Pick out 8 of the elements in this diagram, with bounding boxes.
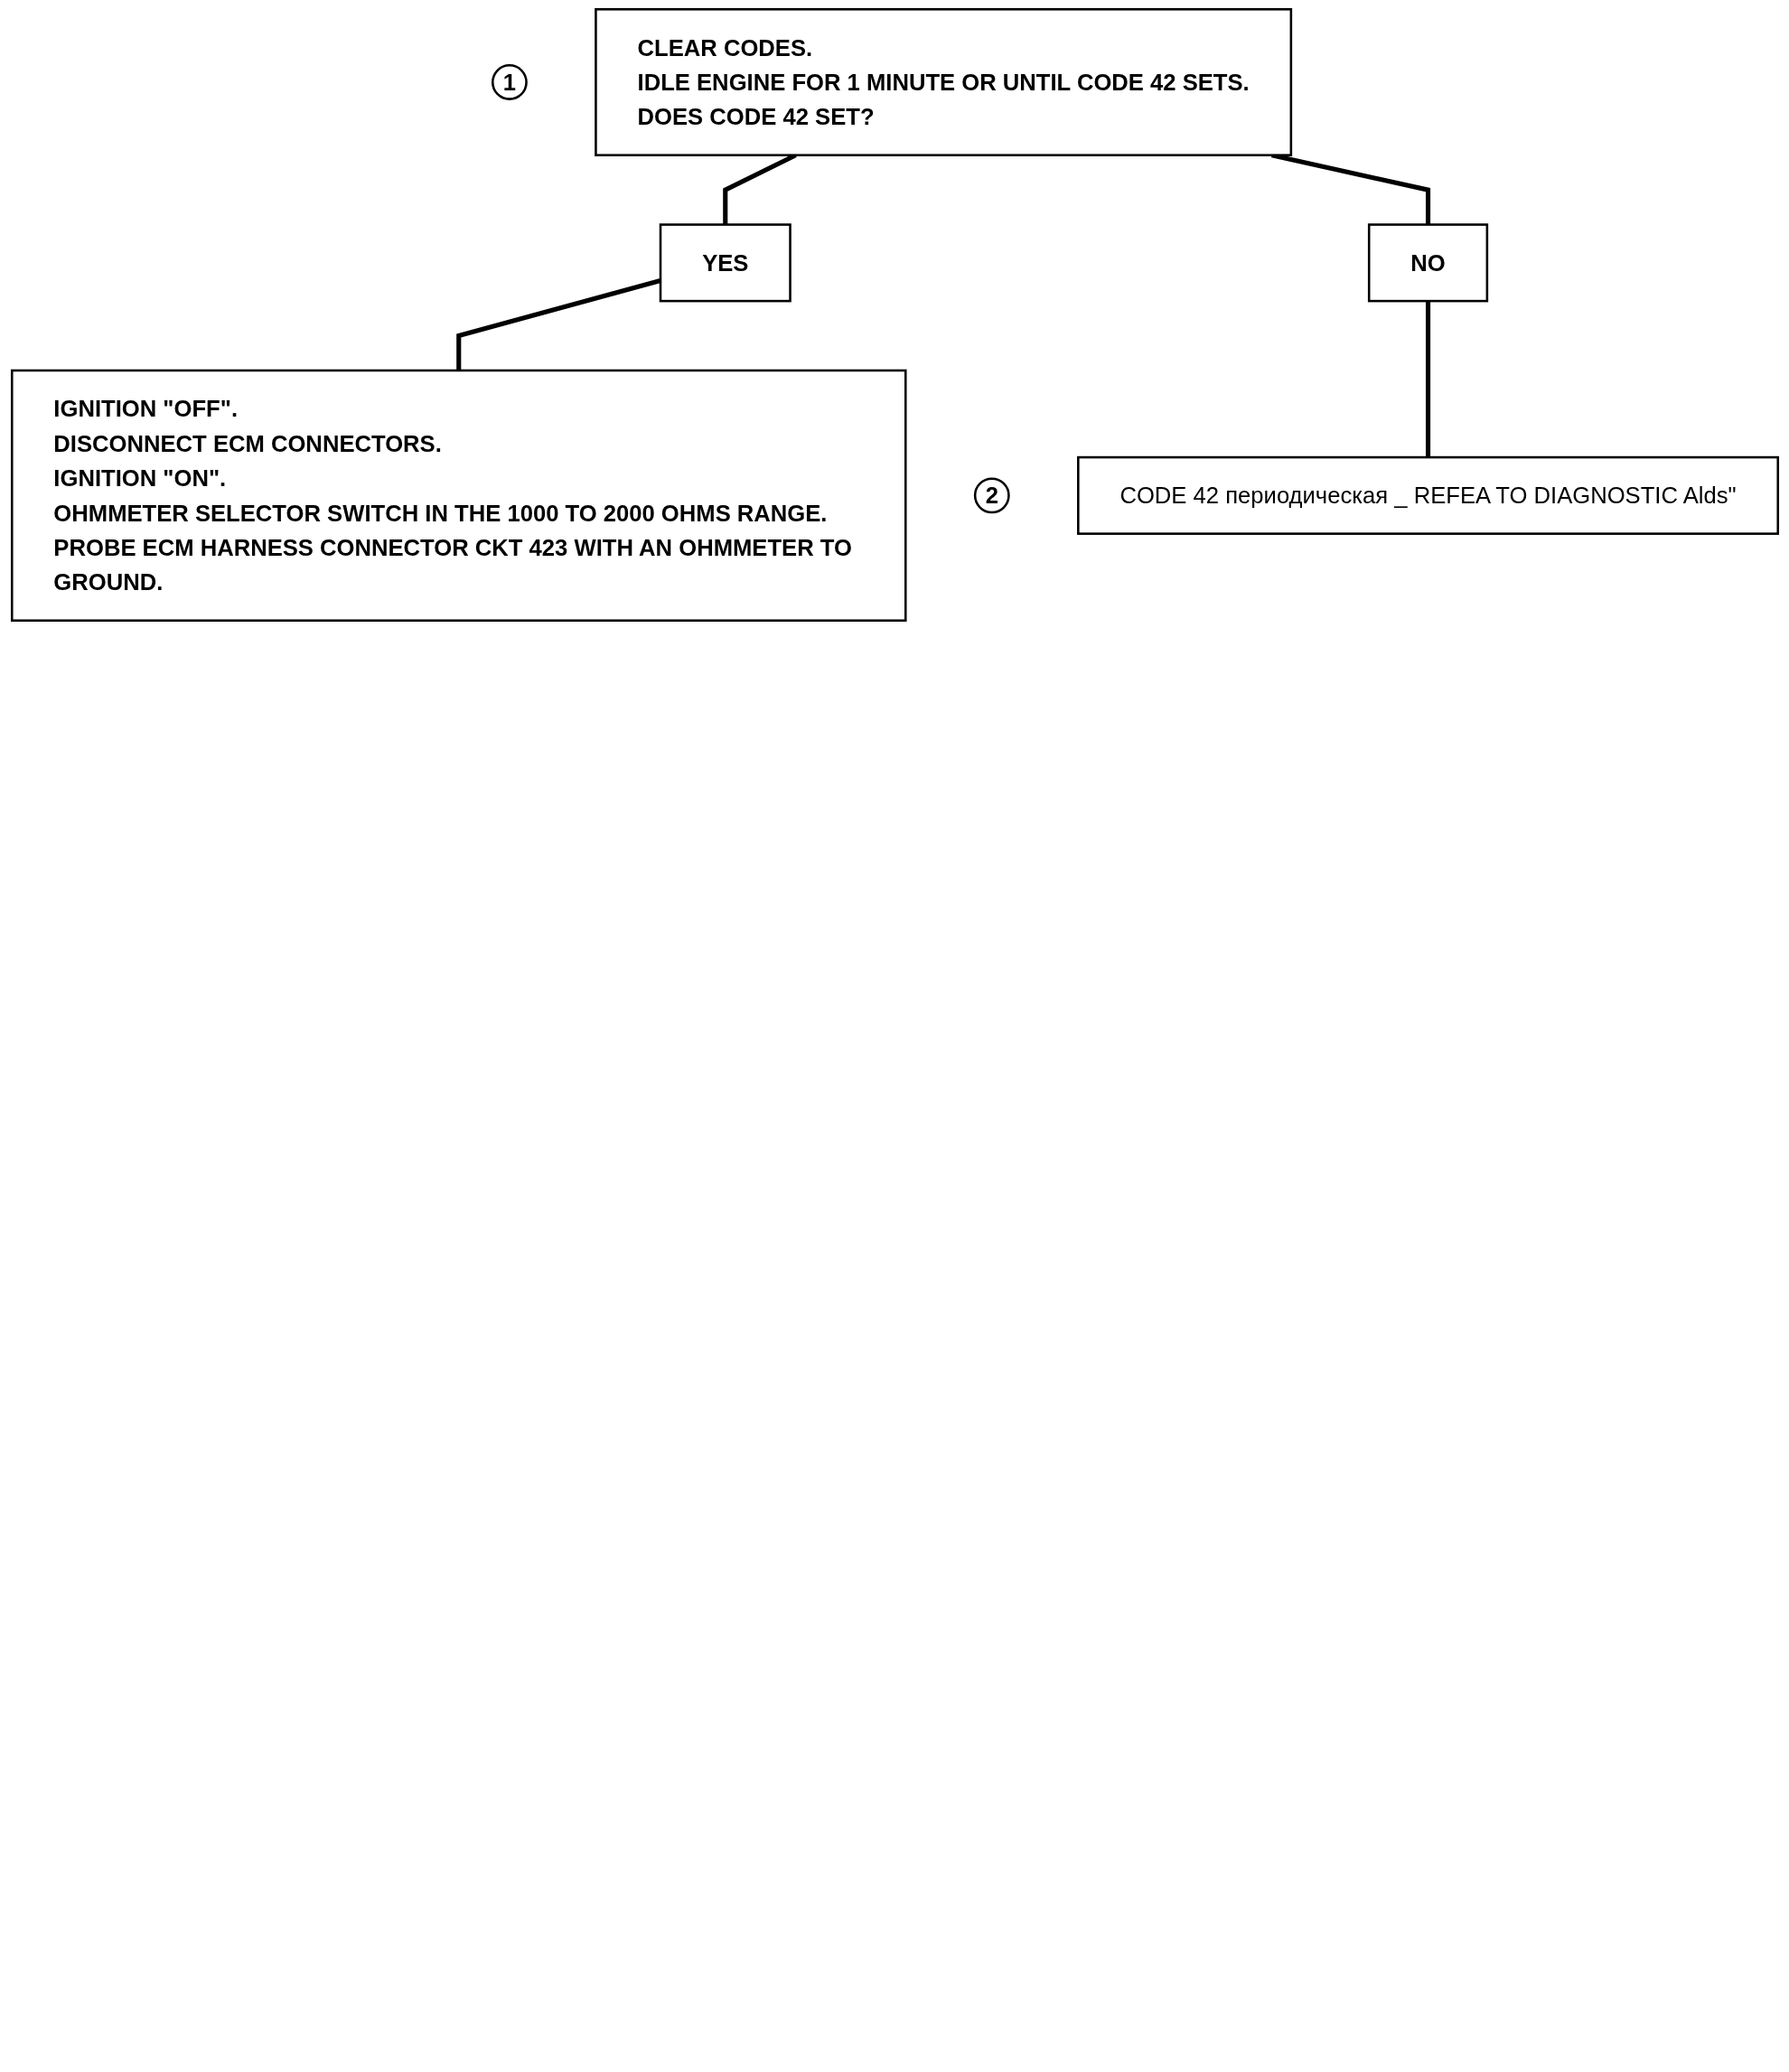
node-circle: 1 bbox=[491, 64, 528, 100]
node-box: YES bbox=[659, 223, 791, 303]
node-box: CLEAR CODES. IDLE ENGINE FOR 1 MINUTE OR UNTIL CODE 42 SETS. DOES CODE 42 SET? bbox=[594, 8, 1292, 156]
node-box: NO bbox=[1367, 223, 1488, 303]
node-circle: 2 bbox=[973, 477, 1010, 514]
node-box: IGNITION "OFF". DISCONNECT ECM CONNECTORS. IGNITION "ON". OHMMETER SELECTOR SWITCH IN THE 1000 TO 2000 OHMS RANGE. PROBE ECM HARNESS CONNECTOR CKT 423 WITH AN OHMMETER TO GROUND. bbox=[10, 369, 907, 622]
node-box: CODE 42 периодическая _ REFEA TO DIAGNOSTIC Alds" bbox=[1076, 455, 1779, 535]
connector bbox=[1425, 301, 1430, 458]
